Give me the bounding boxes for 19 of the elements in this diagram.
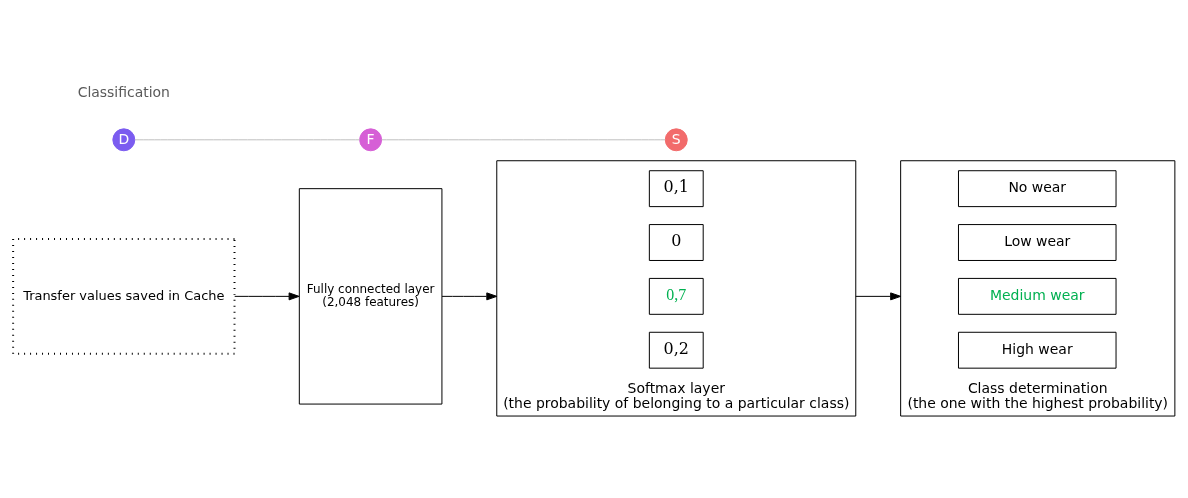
node-box: Fully connected layer (2,048 features) [298, 187, 443, 405]
arrow [234, 291, 300, 300]
arrow [441, 291, 498, 300]
label: Classification [77, 83, 170, 100]
node-circle: S [664, 127, 688, 151]
node-box: 0,1 [648, 169, 704, 207]
node-box: Low wear [958, 223, 1117, 261]
node-box: 0,2 [648, 331, 704, 369]
arrow [855, 291, 902, 300]
node-box: Medium wear [958, 277, 1117, 315]
node-box: Transfer values saved in Cache [12, 237, 236, 355]
node-box: No wear [958, 169, 1117, 207]
connector [381, 138, 666, 140]
node-circle: D [112, 127, 136, 151]
node-circle: F [359, 127, 383, 151]
node-box: High wear [958, 331, 1117, 369]
node-box: 0 [648, 223, 704, 261]
node-box: 0,7 [648, 277, 704, 315]
connector [134, 138, 361, 140]
